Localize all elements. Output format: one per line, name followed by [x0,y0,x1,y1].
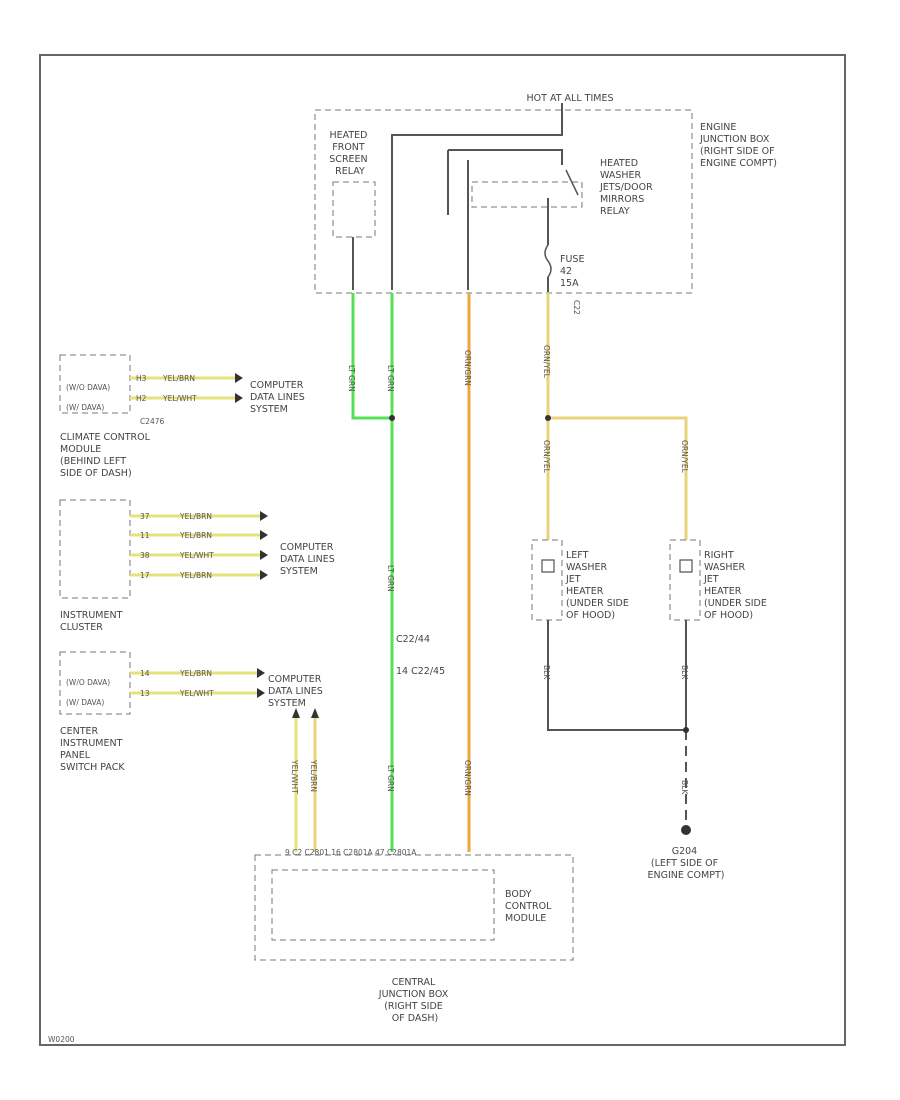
wire-label-c22: C22 [572,300,581,315]
center-wire-labels: 14 YEL/BRN 13 YEL/WHT [140,669,214,698]
relay-switch [565,169,579,196]
bcm-label: BODY CONTROL MODULE [505,889,554,924]
wire-label-right-ground: BLK [680,665,689,680]
cluster-arrow-1 [260,511,268,521]
power-feed-wire [391,103,563,290]
cluster-arrow-2 [260,530,268,540]
wire-label-yw-vertical: YEL/WHT [290,759,299,794]
center-panel-box-text: (W/O DAVA) (W/ DAVA) [66,678,113,707]
cluster-arrow-3 [260,550,268,560]
relay-common-wire [448,149,563,165]
center-panel-label: CENTER INSTRUMENT PANEL SWITCH PACK [60,726,125,773]
footer-code: W0200 [48,1035,75,1044]
instrument-cluster-label: INSTRUMENT CLUSTER [60,610,125,633]
bcm-pin-labels: 9 C2 C2801 16 C2801A 47 C2801A [285,848,417,857]
green-wire-relay [351,293,392,420]
cluster-wire-labels: 37 YEL/BRN 11 YEL/BRN 38 YEL/WHT 17 YEL/… [140,512,216,580]
central-junction-box [254,854,574,961]
washer-relay-label: HEATED WASHER JETS/DOOR MIRRORS RELAY [599,158,656,217]
climate-arrow-1 [235,373,243,383]
wire-label-green-top: LT GRN [347,365,356,392]
green-splice [389,415,395,421]
splice-right-wire [548,416,688,540]
connector-label-b: 14 C22/45 [396,666,445,677]
power-label: HOT AT ALL TIMES [527,93,614,104]
climate-module-label: CLIMATE CONTROL MODULE (BEHIND LEFT SIDE… [60,432,153,479]
wire-label-ground-bottom: BLK [680,780,689,795]
connector-label-a: C22/44 [396,634,430,645]
cluster-arrow-4 [260,570,268,580]
center-arrow-2 [257,688,265,698]
bcm-arrow-1 [292,708,300,718]
left-heater-element [541,559,555,573]
wire-label-orange-b: ORN/GRN [463,760,472,796]
wire-label-green-c: LT GRN [386,765,395,792]
left-heater-box [531,539,563,621]
heated-front-relay-box [332,181,376,238]
instrument-cluster-box [59,499,131,599]
climate-module-box-text: (W/O DAVA) (W/ DAVA) [66,383,113,412]
wire-label-left-ground: BLK [542,665,551,680]
climate-arrow-2 [235,393,243,403]
wire-label-splice-left: ORN/YEL [542,440,551,474]
right-heater-box [669,539,701,621]
climate-connector: C2476 [140,417,165,426]
right-heater-label: RIGHT WASHER JET HEATER (UNDER SIDE OF H… [703,550,770,621]
diagram-frame [39,54,846,1046]
center-dest-label: COMPUTER DATA LINES SYSTEM [268,674,326,709]
center-panel-box [59,651,131,715]
body-control-module-box [271,869,495,941]
fuse-symbol [544,244,552,278]
ground-point [681,825,691,835]
fuse-label: FUSE 42 15A [560,254,587,289]
climate-module-box [59,354,131,414]
bcm-arrow-2 [311,708,319,718]
wire-label-fuse-out: ORN/YEL [542,345,551,379]
center-arrow-1 [257,668,265,678]
wire-label-orange-a: ORN/GRN [463,350,472,386]
climate-dest-label: COMPUTER DATA LINES SYSTEM [250,380,308,415]
heated-front-relay-label: HEATED FRONT SCREEN RELAY [329,130,370,177]
left-heater-label: LEFT WASHER JET HEATER (UNDER SIDE OF HO… [565,550,632,621]
engine-box-label: ENGINE JUNCTION BOX (RIGHT SIDE OF ENGIN… [699,122,778,169]
wire-label-green-a: LT GRN [386,365,395,392]
central-box-label: CENTRAL JUNCTION BOX (RIGHT SIDE OF DASH… [378,977,451,1024]
right-heater-element [679,559,693,573]
wire-label-yb-vertical: YEL/BRN [309,759,318,792]
climate-wire-labels: H3 YEL/BRN H2 YEL/WHT [136,374,197,403]
fuse-splice [545,415,551,421]
ground-label: G204 (LEFT SIDE OF ENGINE COMPT) [648,846,725,881]
ground-splice [683,727,689,733]
left-heater-ground-wire [547,620,686,731]
wire-label-green-b: LT GRN [386,565,395,592]
cluster-dest-label: COMPUTER DATA LINES SYSTEM [280,542,338,577]
wire-label-splice-right: ORN/YEL [680,440,689,474]
washer-relay-box [471,181,583,208]
